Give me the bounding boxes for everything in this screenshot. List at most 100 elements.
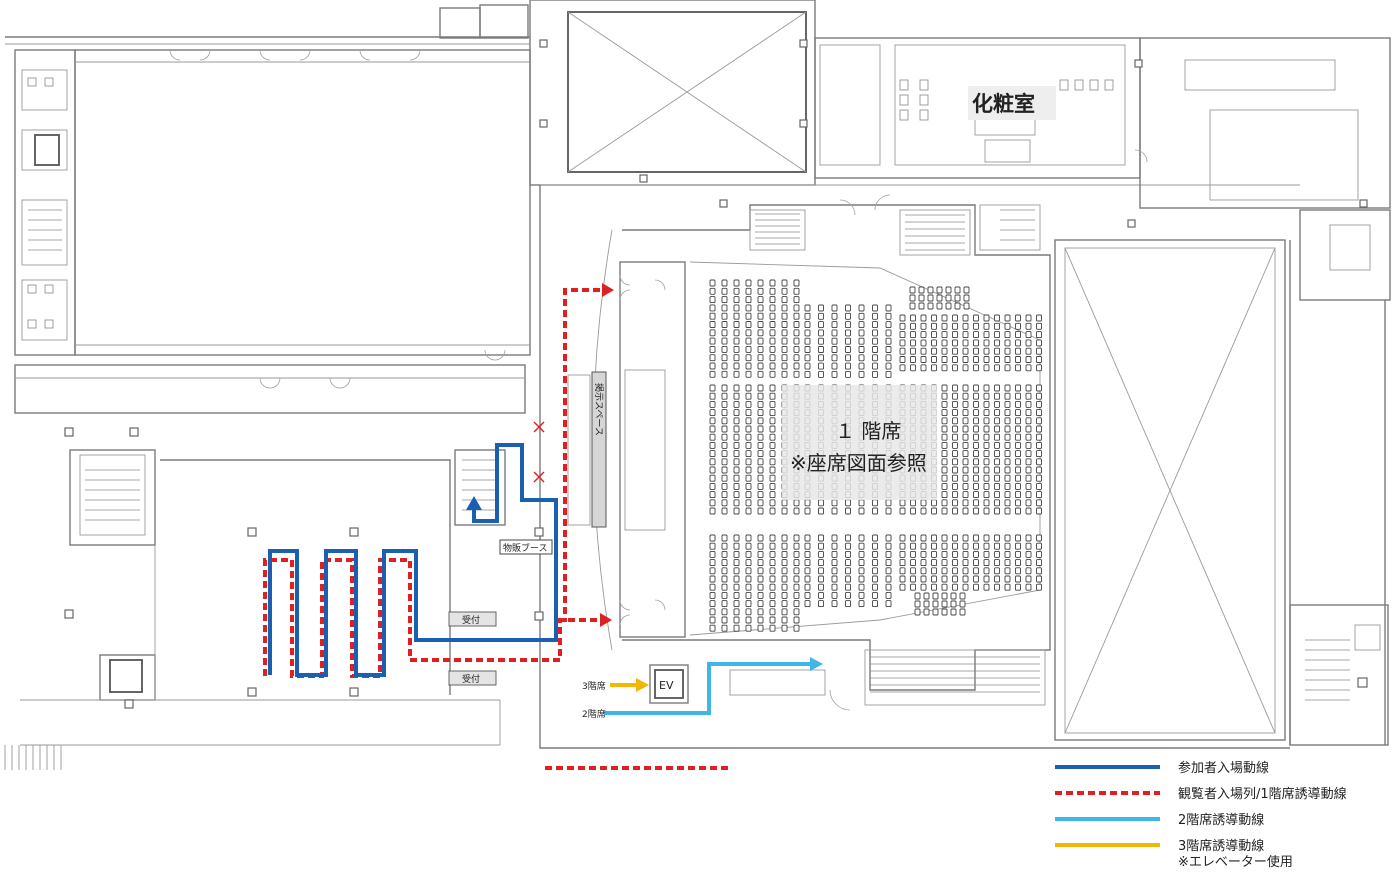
seat — [941, 482, 948, 490]
legend-label-second-floor: 2階席誘導動線 — [1178, 812, 1264, 828]
seat — [973, 400, 979, 408]
seat — [931, 339, 937, 347]
seat — [920, 356, 927, 363]
seat — [709, 491, 716, 499]
seat — [872, 499, 878, 507]
seat — [1015, 339, 1021, 347]
seat — [952, 450, 958, 458]
seat — [858, 304, 865, 312]
seat — [757, 321, 764, 328]
seat — [721, 559, 728, 567]
seat — [757, 534, 764, 542]
seat — [733, 583, 740, 591]
seat — [941, 417, 948, 425]
seat — [818, 575, 824, 583]
seat — [721, 296, 728, 304]
seat — [757, 345, 764, 353]
seat — [721, 616, 728, 624]
seat — [757, 458, 764, 466]
seat — [757, 287, 764, 295]
seat — [769, 616, 776, 624]
seat — [941, 583, 948, 591]
seat — [1004, 409, 1011, 417]
seat — [845, 600, 851, 608]
seat — [781, 279, 788, 287]
seat — [983, 534, 990, 542]
seat — [757, 304, 764, 312]
seat — [941, 331, 948, 339]
seat — [931, 583, 937, 591]
seat — [1036, 550, 1042, 558]
seat — [973, 425, 979, 433]
seat — [1036, 583, 1042, 591]
seat — [1015, 417, 1021, 425]
seat — [983, 314, 990, 322]
seat — [952, 441, 958, 449]
seat — [994, 364, 1000, 372]
seat — [885, 346, 892, 353]
seat — [858, 329, 865, 337]
seat — [1004, 433, 1011, 441]
seat — [994, 474, 1000, 482]
seat — [962, 339, 969, 347]
seat — [757, 559, 764, 567]
seat — [781, 345, 788, 353]
seat — [973, 550, 979, 558]
seat — [899, 550, 906, 558]
seat — [781, 567, 788, 575]
seat — [1015, 322, 1021, 330]
seat — [941, 339, 948, 347]
seat — [721, 575, 728, 583]
seat — [733, 458, 740, 466]
seat — [781, 624, 788, 632]
seat — [769, 400, 776, 408]
seat — [945, 286, 952, 294]
seat — [818, 304, 824, 312]
seat — [1025, 392, 1032, 400]
seat — [931, 567, 937, 575]
seat — [945, 302, 952, 310]
seat — [745, 559, 752, 567]
seat — [954, 286, 961, 294]
seat — [1036, 474, 1042, 482]
seat — [818, 346, 824, 353]
seat — [709, 450, 716, 458]
seat — [831, 550, 838, 558]
seat — [994, 482, 1000, 490]
seat — [757, 499, 764, 507]
seat — [899, 364, 906, 372]
seat — [709, 575, 716, 583]
stair-treads — [28, 209, 1350, 701]
seat — [954, 294, 961, 302]
seat — [793, 287, 800, 295]
seat — [962, 433, 969, 441]
seat — [818, 567, 824, 575]
seat — [963, 302, 970, 310]
seat — [709, 499, 716, 507]
seat — [769, 450, 776, 458]
seat — [757, 329, 764, 337]
seat — [793, 321, 800, 328]
seat — [1015, 466, 1021, 474]
seat — [872, 370, 878, 378]
seat — [733, 491, 740, 499]
seat — [745, 491, 752, 499]
seat — [931, 347, 937, 355]
seat — [962, 400, 969, 408]
seat — [1036, 417, 1042, 425]
seat — [899, 583, 906, 591]
seat — [910, 507, 916, 515]
seat — [1025, 347, 1032, 355]
seat — [1025, 384, 1032, 392]
seat — [745, 507, 752, 515]
seat — [781, 312, 788, 320]
seat — [973, 491, 979, 499]
seat — [793, 507, 800, 515]
seat — [709, 600, 716, 608]
seat — [769, 362, 776, 370]
seat — [757, 433, 764, 441]
seat — [1004, 499, 1011, 507]
seat — [709, 458, 716, 466]
seat — [721, 450, 728, 458]
